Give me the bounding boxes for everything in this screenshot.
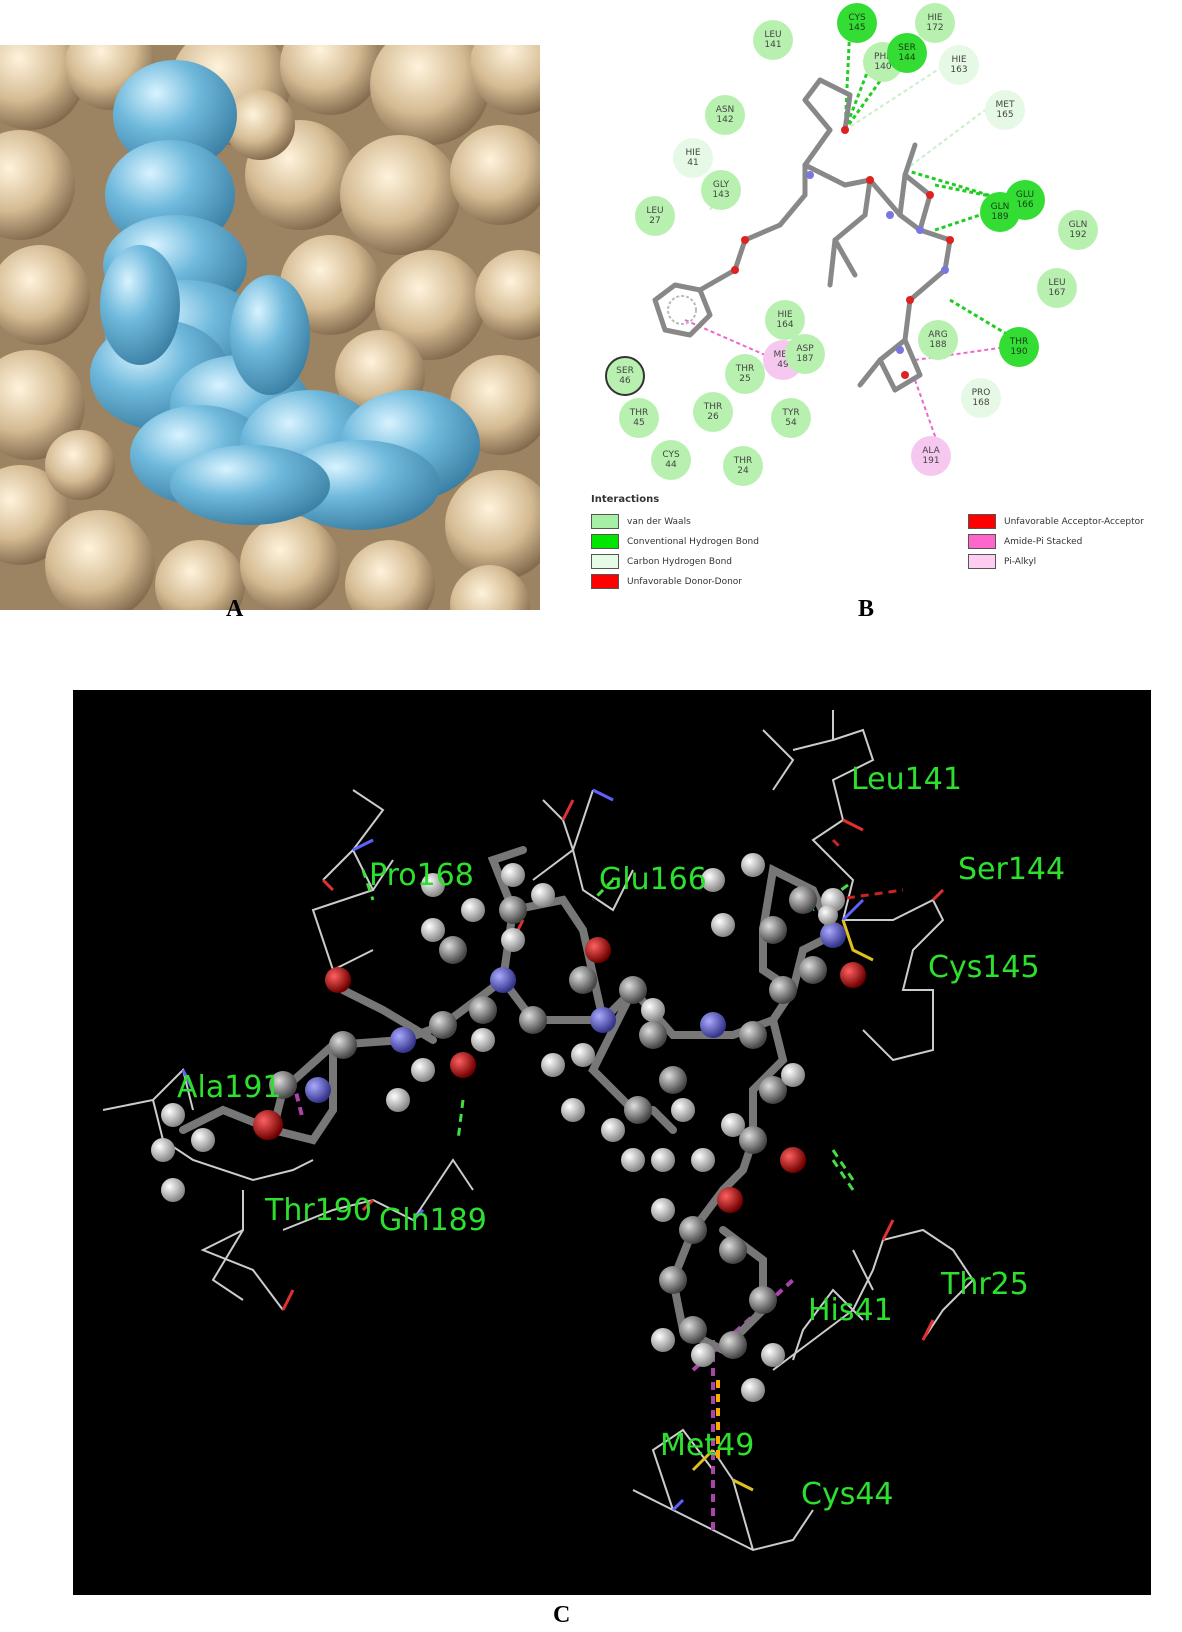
legend-item: Amide-Pi Stacked — [968, 534, 1082, 549]
residue-label: Ser144 — [958, 852, 1066, 887]
legend-swatch — [591, 514, 619, 529]
legend-item: Conventional Hydrogen Bond — [591, 534, 759, 549]
ligand-ball-and-stick — [102, 710, 975, 1552]
interactions-legend: Interactions van der Waals Conventional … — [591, 494, 1181, 594]
panel-a-surface-view — [0, 45, 540, 610]
residue-label: His41 — [808, 1293, 893, 1328]
legend-label: Conventional Hydrogen Bond — [627, 536, 759, 547]
residue-label: Thr190 — [265, 1193, 372, 1228]
residue-label: Met49 — [660, 1428, 755, 1463]
panel-a-label: A — [226, 596, 244, 622]
residue-label: Glu166 — [599, 862, 707, 897]
legend-label: Unfavorable Acceptor-Acceptor — [1004, 516, 1144, 527]
ligand-2d-structure — [652, 24, 1026, 451]
legend-title: Interactions — [591, 494, 660, 505]
panel-c-3d-interaction-view: Leu141 Pro168 Glu166 Ser144 Cys145 Ala19… — [73, 690, 1151, 1595]
panel-c-label: C — [553, 1602, 571, 1628]
residue-label: Cys44 — [801, 1477, 894, 1512]
legend-item: Carbon Hydrogen Bond — [591, 554, 732, 569]
legend-item: van der Waals — [591, 514, 691, 529]
legend-swatch — [591, 534, 619, 549]
residue-label: Ala191 — [177, 1070, 282, 1105]
legend-item: Unfavorable Acceptor-Acceptor — [968, 514, 1144, 529]
residue-label: Thr25 — [941, 1267, 1029, 1302]
legend-item: Pi-Alkyl — [968, 554, 1036, 569]
legend-swatch — [968, 514, 996, 529]
legend-swatch — [591, 554, 619, 569]
residue-label: Pro168 — [369, 858, 474, 893]
legend-label: Unfavorable Donor-Donor — [627, 576, 743, 587]
residue-label: Gln189 — [379, 1203, 487, 1238]
protein-surface-image — [0, 45, 540, 610]
legend-item: Unfavorable Donor-Donor — [591, 574, 742, 589]
legend-label: Carbon Hydrogen Bond — [627, 556, 733, 567]
residue-label: Leu141 — [851, 762, 962, 797]
legend-swatch — [968, 534, 996, 549]
legend-swatch — [591, 574, 619, 589]
legend-label: Pi-Alkyl — [1004, 556, 1037, 567]
legend-swatch — [968, 554, 996, 569]
residue-label: Cys145 — [928, 950, 1040, 985]
panel-b-label: B — [858, 596, 875, 622]
legend-label: Amide-Pi Stacked — [1004, 536, 1083, 547]
legend-label: van der Waals — [627, 516, 691, 527]
